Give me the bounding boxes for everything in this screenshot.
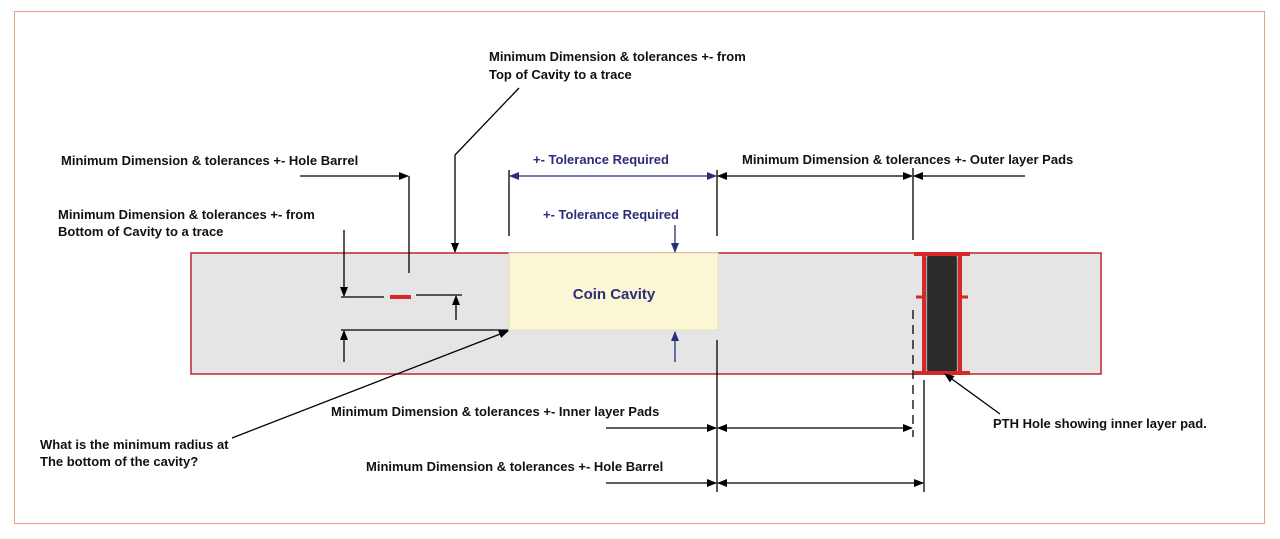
label-min-radius-2: The bottom of the cavity? bbox=[40, 454, 198, 469]
label-outer-layer-pads: Minimum Dimension & tolerances +- Outer … bbox=[742, 152, 1073, 167]
coin-cavity-label: Coin Cavity bbox=[573, 286, 656, 303]
label-bottom-cavity-trace-1: Minimum Dimension & tolerances +- from bbox=[58, 207, 315, 222]
label-bottom-cavity-trace-2: Bottom of Cavity to a trace bbox=[58, 224, 223, 239]
label-inner-layer-pads: Minimum Dimension & tolerances +- Inner … bbox=[331, 404, 659, 419]
label-tolerance-required-2: +- Tolerance Required bbox=[543, 207, 679, 222]
label-min-radius-1: What is the minimum radius at bbox=[40, 437, 229, 452]
label-tolerance-required-1: +- Tolerance Required bbox=[533, 152, 669, 167]
pth-hole bbox=[914, 252, 970, 375]
label-hole-barrel-top: Minimum Dimension & tolerances +- Hole B… bbox=[61, 153, 358, 168]
coin-cavity bbox=[508, 252, 719, 331]
leader-hole-barrel-top bbox=[300, 172, 410, 273]
dim-bottom-cavity-trace bbox=[340, 230, 508, 362]
dim-cavity-width bbox=[508, 170, 718, 236]
leader-min-radius bbox=[231, 330, 509, 439]
label-top-cavity-trace-2: Top of Cavity to a trace bbox=[489, 67, 632, 82]
label-hole-barrel-bottom: Minimum Dimension & tolerances +- Hole B… bbox=[366, 459, 663, 474]
label-top-cavity-trace-1: Minimum Dimension & tolerances +- from bbox=[489, 49, 746, 64]
label-pth-hole: PTH Hole showing inner layer pad. bbox=[993, 416, 1207, 431]
leader-pth-hole bbox=[944, 373, 1001, 415]
dim-outer-layer-pads bbox=[717, 168, 1025, 240]
diagram-frame bbox=[14, 11, 1265, 524]
leader-top-cavity-trace bbox=[451, 87, 520, 253]
